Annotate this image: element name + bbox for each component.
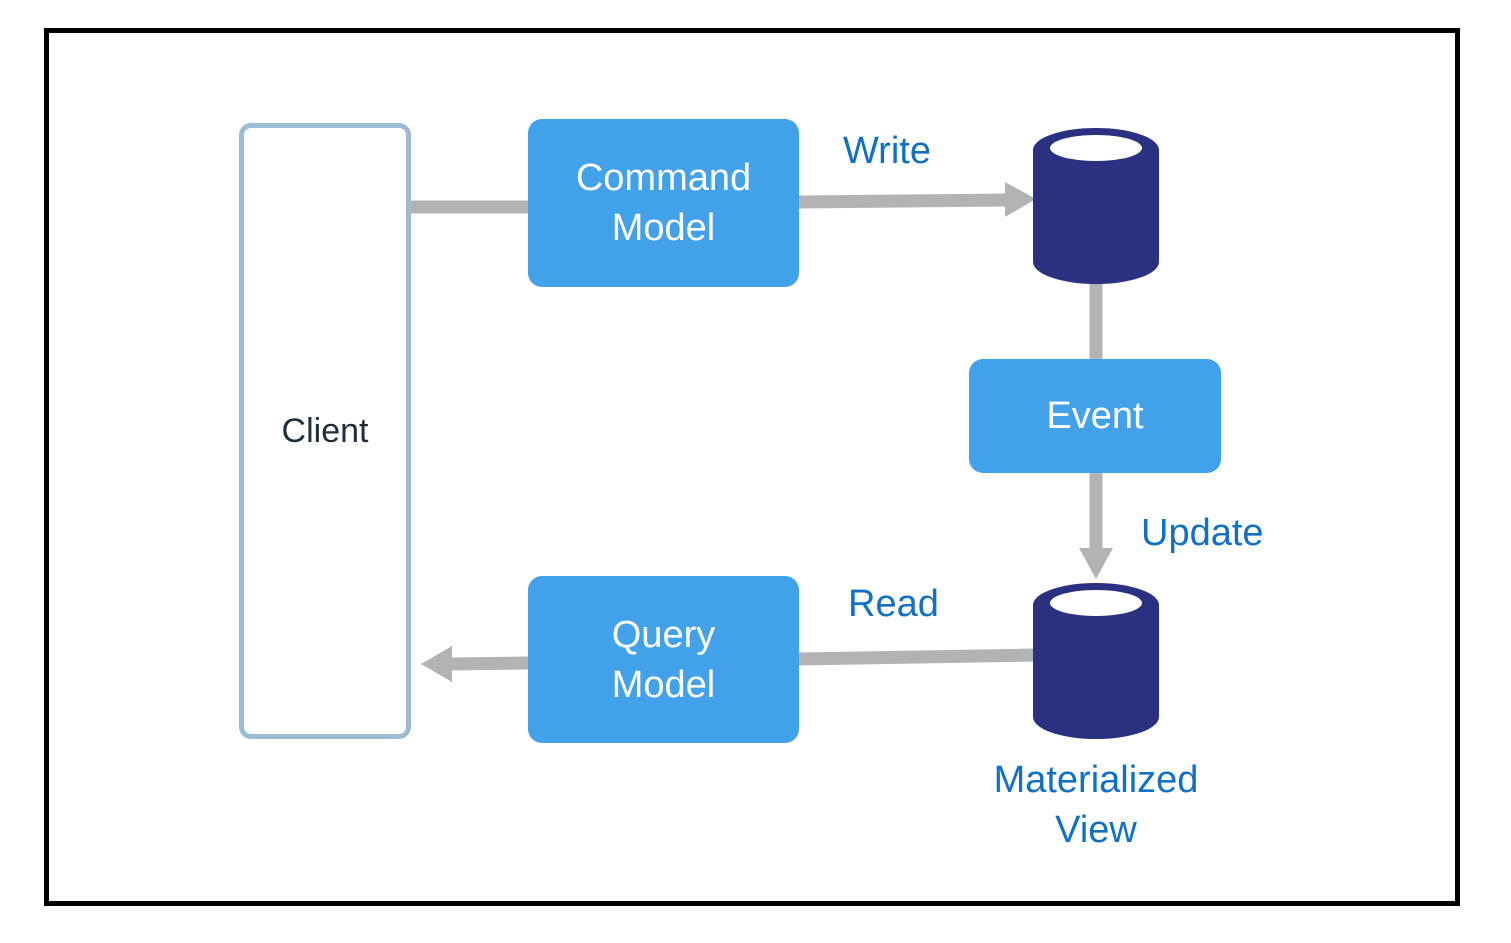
- query-model-label: Query Model: [611, 613, 716, 706]
- update-label: Update: [1141, 512, 1264, 554]
- read-label: Read: [848, 583, 939, 625]
- materialized-view-label: Materialized View: [993, 759, 1199, 851]
- client-box: Client: [239, 123, 411, 739]
- write-label: Write: [843, 130, 931, 172]
- client-label: Client: [281, 411, 369, 450]
- event-label: Event: [1046, 395, 1144, 437]
- query-model-box: Query Model: [528, 576, 799, 743]
- event-box: Event: [969, 359, 1221, 473]
- command-model-label: Command Model: [575, 157, 752, 249]
- command-model-box: Command Model: [528, 119, 799, 287]
